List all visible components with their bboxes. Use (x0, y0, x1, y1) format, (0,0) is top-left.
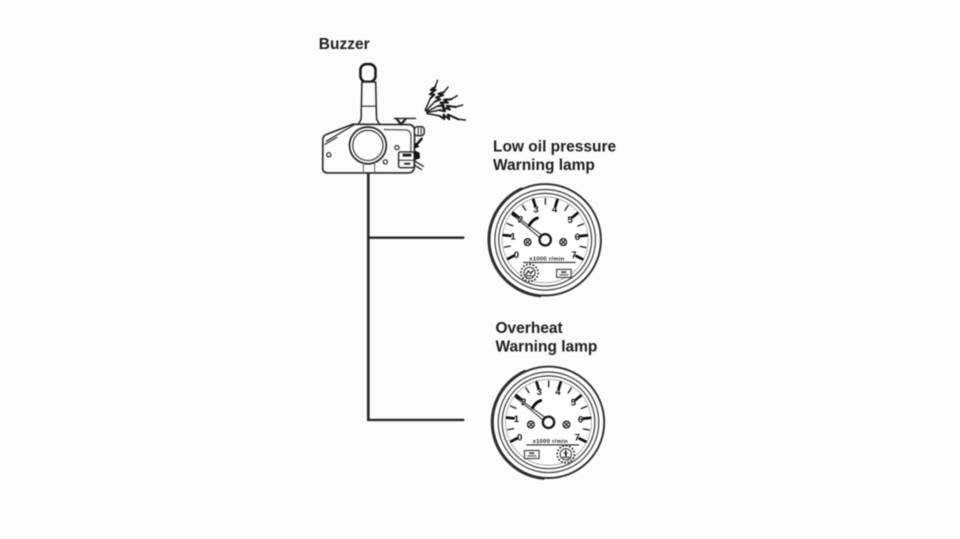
svg-text:4: 4 (552, 204, 558, 215)
svg-text:Buzzer: Buzzer (319, 36, 370, 53)
svg-text:Warning lamp: Warning lamp (496, 339, 598, 356)
svg-text:x1000 r/min: x1000 r/min (529, 257, 564, 263)
svg-text:3: 3 (533, 204, 538, 215)
svg-text:4: 4 (555, 387, 561, 398)
svg-text:x1000 r/min: x1000 r/min (533, 439, 568, 445)
svg-text:6: 6 (578, 414, 583, 425)
svg-text:3: 3 (537, 387, 542, 398)
svg-text:Warning lamp: Warning lamp (493, 157, 595, 174)
svg-text:Overheat: Overheat (496, 320, 563, 337)
svg-text:0: 0 (514, 250, 519, 261)
svg-text:Low oil pressure: Low oil pressure (493, 139, 617, 156)
svg-text:6: 6 (575, 232, 580, 243)
svg-text:5: 5 (571, 397, 577, 408)
svg-text:1: 1 (510, 232, 516, 243)
svg-text:1: 1 (514, 414, 520, 425)
svg-text:0: 0 (517, 433, 522, 444)
svg-text:7: 7 (575, 433, 580, 444)
svg-text:7: 7 (571, 250, 576, 261)
svg-text:5: 5 (567, 215, 573, 226)
